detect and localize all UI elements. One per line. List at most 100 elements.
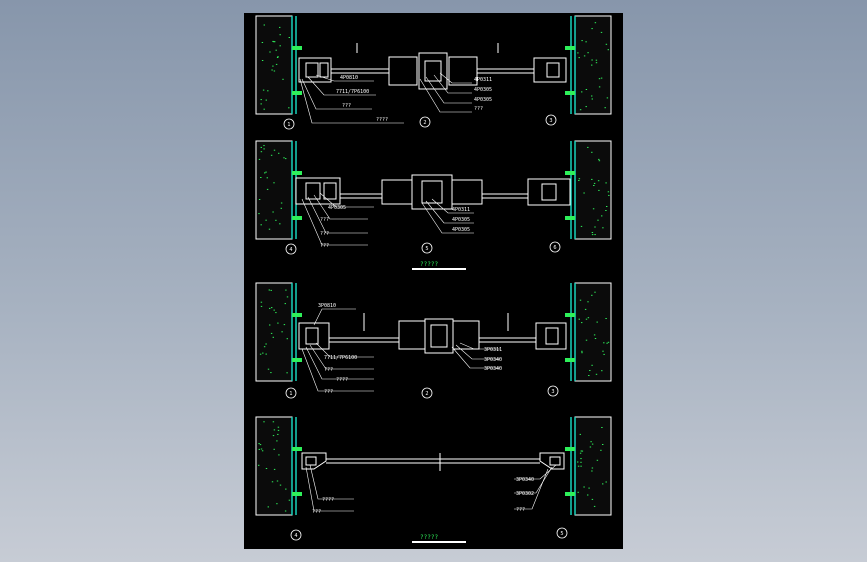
section-marker-number: 2 xyxy=(425,391,428,397)
hatch-speck xyxy=(591,178,593,180)
leaders xyxy=(301,308,500,392)
hatch-speck xyxy=(603,342,605,344)
mullion-center xyxy=(388,52,478,90)
hatch-speck xyxy=(269,324,271,326)
hatch-speck xyxy=(274,41,276,43)
callout-label: 4P0305 xyxy=(452,217,470,223)
hatch-speck xyxy=(590,441,592,443)
hatch-speck xyxy=(597,219,599,221)
section-marker-circle xyxy=(421,242,433,254)
concrete-hatch xyxy=(258,22,610,512)
wall-left xyxy=(255,15,297,115)
hatch-speck xyxy=(607,191,610,193)
hatch-speck xyxy=(271,307,273,309)
glazing-left xyxy=(331,43,389,74)
callout-label: ??? xyxy=(324,389,333,395)
callout-label: ??? xyxy=(474,106,483,112)
hatch-speck xyxy=(577,465,580,467)
hatch-speck xyxy=(594,234,596,236)
hatch-speck xyxy=(278,152,280,154)
cad-drawing: 4P08107711/7P6100???????4P03114P03054P03… xyxy=(255,15,612,543)
hatch-speck xyxy=(276,503,278,505)
hatch-speck xyxy=(279,223,281,225)
wall-right xyxy=(570,140,612,240)
anchor-mark xyxy=(565,492,575,496)
hatch-speck xyxy=(284,510,287,512)
wall-right xyxy=(570,416,612,516)
hatch-speck xyxy=(277,429,280,431)
hatch-speck xyxy=(594,226,596,228)
section-marker-circle xyxy=(290,529,302,541)
hatch-speck xyxy=(588,375,590,376)
wall-right xyxy=(570,15,612,115)
hatch-speck xyxy=(262,352,264,354)
hatch-speck xyxy=(580,450,582,452)
hatch-speck xyxy=(260,177,262,178)
hatch-speck xyxy=(580,225,583,227)
hatch-speck xyxy=(276,440,278,442)
hatch-speck xyxy=(602,227,604,229)
anchor-mark xyxy=(565,216,575,220)
hatch-speck xyxy=(594,338,597,339)
hatch-speck xyxy=(608,194,610,196)
hatch-speck xyxy=(264,172,266,174)
glazing-right xyxy=(482,193,528,199)
hatch-speck xyxy=(280,207,282,209)
hatch-speck xyxy=(591,151,593,153)
hatch-speck xyxy=(273,309,275,311)
hatch-speck xyxy=(281,331,283,333)
hatch-speck xyxy=(272,65,274,67)
hatch-speck xyxy=(605,182,607,184)
hatch-speck xyxy=(258,448,260,450)
hatch-speck xyxy=(278,454,280,456)
hatch-speck xyxy=(285,488,287,490)
hatch-speck xyxy=(260,448,263,450)
hatch-speck xyxy=(585,41,587,43)
section-marker-circle xyxy=(419,116,431,128)
section-marker-circle xyxy=(283,118,295,130)
anchor-mark xyxy=(565,91,575,95)
hatch-speck xyxy=(267,506,269,508)
hatch-speck xyxy=(265,99,267,101)
hatch-speck xyxy=(584,308,587,310)
section-title: ????? xyxy=(420,534,438,541)
hatch-speck xyxy=(260,305,263,307)
hatch-speck xyxy=(578,178,581,180)
leaders xyxy=(301,192,474,246)
hatch-speck xyxy=(595,59,598,61)
callout-label: 4P0305 xyxy=(452,227,470,233)
callout-label: ???? xyxy=(322,497,334,503)
hatch-speck xyxy=(577,461,579,463)
hatch-speck xyxy=(276,57,279,58)
hatch-speck xyxy=(595,62,598,64)
anchor-mark xyxy=(292,91,302,95)
hatch-speck xyxy=(593,505,596,507)
hatch-speck xyxy=(596,321,598,323)
section-marker-number: 2 xyxy=(423,120,426,126)
hatch-speck xyxy=(266,177,268,179)
hatch-speck xyxy=(579,433,581,435)
hatch-speck xyxy=(579,109,582,111)
callout-label: 4P0305 xyxy=(474,87,492,93)
hatch-speck xyxy=(577,491,579,493)
hatch-speck xyxy=(594,22,597,24)
section-marker-circle xyxy=(547,385,559,397)
hatch-speck xyxy=(263,24,265,26)
hatch-speck xyxy=(277,322,279,324)
hatch-speck xyxy=(591,95,593,97)
hatch-speck xyxy=(605,210,607,211)
hatch-speck xyxy=(263,421,265,423)
hatch-speck xyxy=(581,91,583,93)
hatch-speck xyxy=(593,182,596,184)
hatch-speck xyxy=(585,339,588,341)
hatch-speck xyxy=(273,182,275,184)
section-marker-number: 5 xyxy=(425,246,428,252)
hatch-speck xyxy=(581,40,583,42)
title-underline xyxy=(412,268,466,270)
hatch-speck xyxy=(265,353,267,355)
callout-label: 3P0810 xyxy=(318,303,336,309)
hatch-speck xyxy=(265,468,268,469)
hatch-speck xyxy=(606,342,608,344)
section-4 xyxy=(255,416,612,543)
